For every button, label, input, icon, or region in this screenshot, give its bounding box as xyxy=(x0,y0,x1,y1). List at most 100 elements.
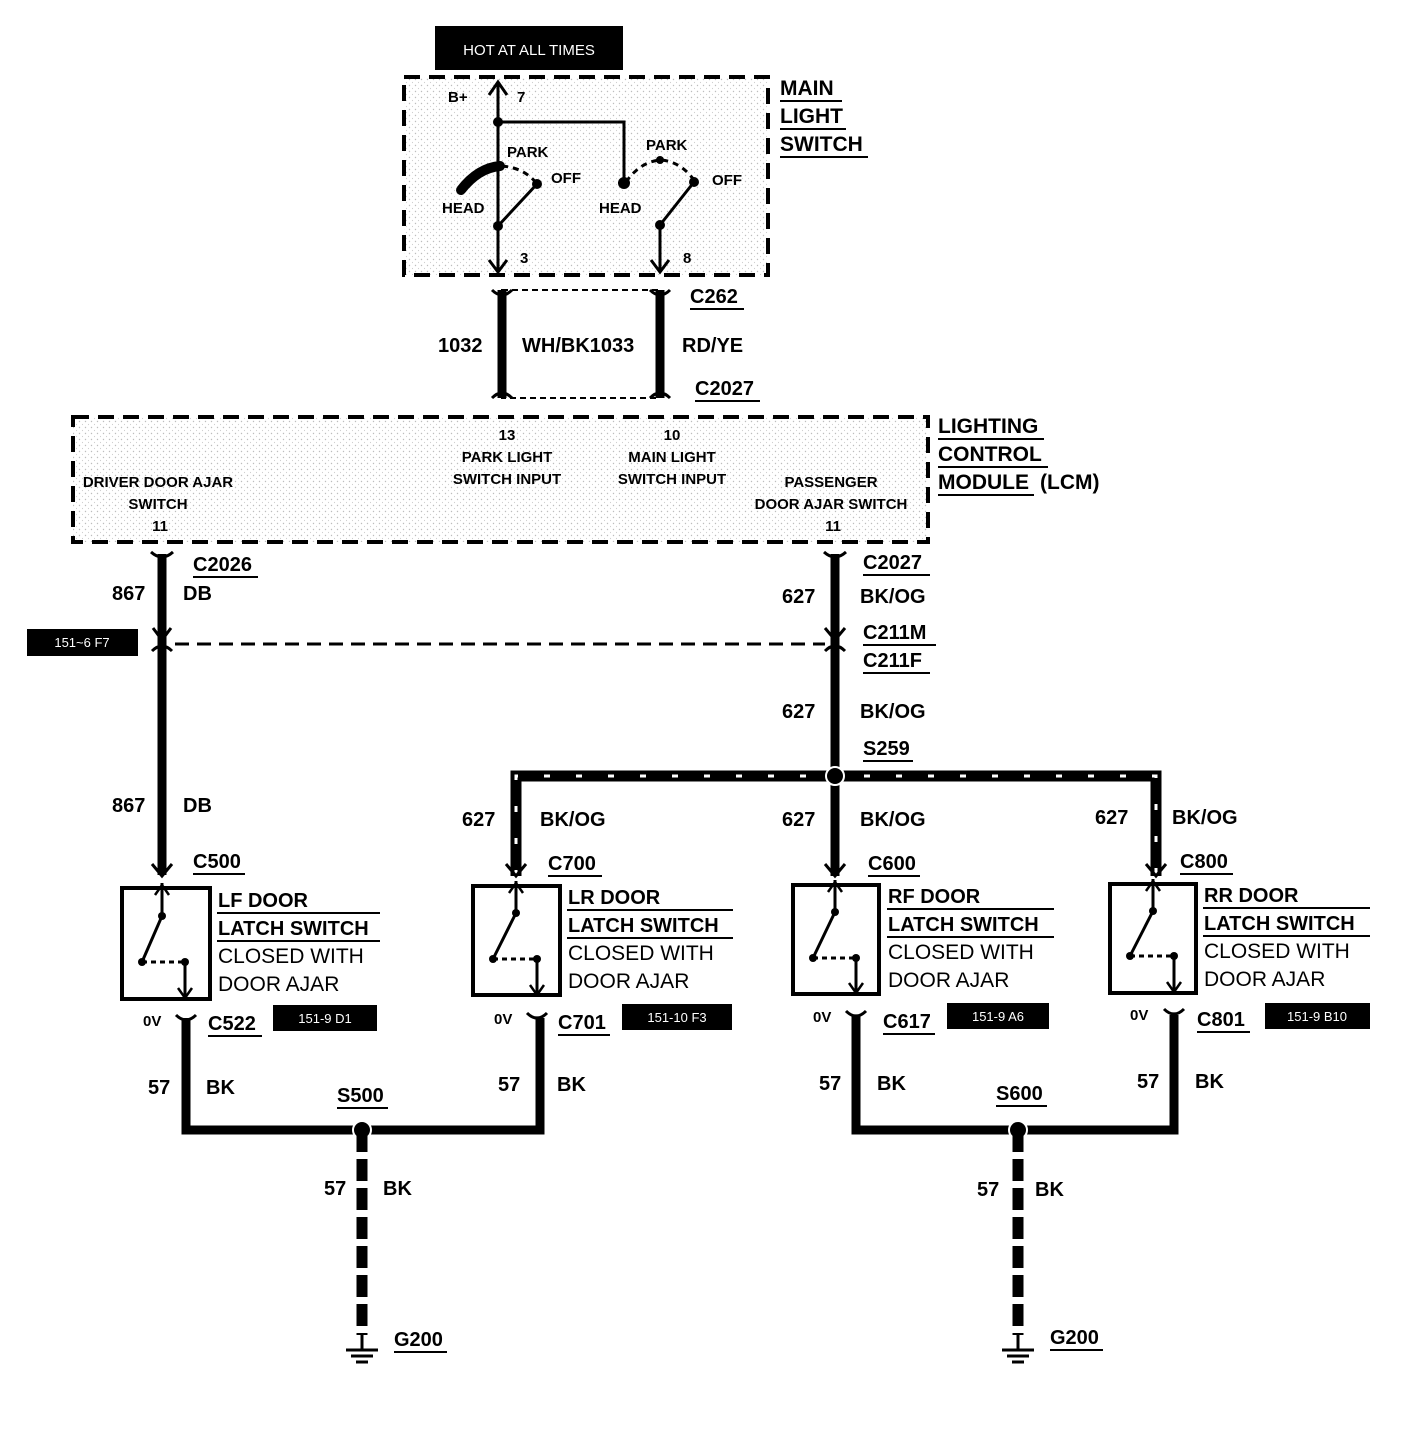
lcm-box xyxy=(71,415,930,544)
hot-at-all-times-tag xyxy=(435,26,623,70)
lcm-title-2: CONTROL xyxy=(938,443,1042,466)
rf-wire-color: BK/OG xyxy=(860,809,926,831)
lf-door-latch-switch: C500 LF DOOR LATCH SWITCH CLOSED WITH DO… xyxy=(120,851,380,1037)
right-ground-color-c: BK xyxy=(1035,1179,1064,1201)
s259-bus xyxy=(504,766,1168,879)
right-circuit-627: 627 xyxy=(782,586,815,608)
b-plus-label: B+ xyxy=(448,89,468,106)
lr-name-1: LR DOOR xyxy=(568,887,661,909)
rf-name-2: LATCH SWITCH xyxy=(888,914,1039,936)
main-light-input-2: SWITCH INPUT xyxy=(618,471,726,488)
connector-c500: C500 xyxy=(193,851,241,873)
ref-tag-151-6-f7-text: 151~6 F7 xyxy=(54,635,109,650)
right-ground-circuit: 57 BK 57 BK S600 57 BK G200 xyxy=(819,1015,1224,1364)
left-circuit-867: 867 xyxy=(112,583,145,605)
left-ground-circuit: 57 BK 57 BK S500 57 BK G200 xyxy=(148,1018,586,1364)
rf-wire-circuit: 627 xyxy=(782,809,815,831)
off-label-1: OFF xyxy=(551,170,581,187)
connector-c700: C700 xyxy=(548,853,596,875)
ground-g200-left: G200 xyxy=(394,1329,443,1351)
ref-tag-151-10-f3 xyxy=(622,1004,732,1030)
connector-c701: C701 xyxy=(558,1012,606,1034)
connector-c600: C600 xyxy=(868,853,916,875)
ref-tag-151-9-b10 xyxy=(1265,1003,1370,1029)
right-color-bk-og-2: BK/OG xyxy=(860,701,926,723)
driver-door-ajar-2: SWITCH xyxy=(128,496,187,513)
connector-c211m: C211M xyxy=(863,622,926,644)
lr-name-2: LATCH SWITCH xyxy=(568,915,719,937)
connector-c2026: C2026 xyxy=(193,554,252,576)
lf-name-1: LF DOOR xyxy=(218,890,309,912)
left-circuit-867-2: 867 xyxy=(112,795,145,817)
connector-c800: C800 xyxy=(1180,851,1228,873)
rr-desc-1: CLOSED WITH xyxy=(1204,940,1350,963)
rr-door-latch-switch: C800 RR DOOR LATCH SWITCH CLOSED WITH DO… xyxy=(1108,851,1370,1033)
driver-pin-11: 11 xyxy=(152,518,168,535)
lr-desc-2: DOOR AJAR xyxy=(568,970,689,993)
connector-c2027-lower: C2027 xyxy=(863,552,922,574)
rf-door-latch-switch: C600 RF DOOR LATCH SWITCH CLOSED WITH DO… xyxy=(791,853,1054,1035)
right-ground-circuit-a: 57 xyxy=(819,1073,841,1095)
color-wh-bk-circuit-1033: WH/BK1033 xyxy=(522,335,634,357)
ref-tag-151-9-d1 xyxy=(273,1005,377,1031)
park-light-input-2: SWITCH INPUT xyxy=(453,471,561,488)
head-label-2: HEAD xyxy=(599,200,642,217)
left-ground-circuit-c: 57 xyxy=(324,1178,346,1200)
lf-desc-2: DOOR AJAR xyxy=(218,973,339,996)
connector-c522: C522 xyxy=(208,1013,256,1035)
passenger-pin-11: 11 xyxy=(825,518,841,535)
main-switch-title-3: SWITCH xyxy=(780,133,863,156)
left-ground-circuit-a: 57 xyxy=(148,1077,170,1099)
lf-name-2: LATCH SWITCH xyxy=(218,918,369,940)
rr-name-1: RR DOOR xyxy=(1204,885,1299,907)
rr-volt: 0V xyxy=(1130,1007,1148,1024)
right-ground-color-b: BK xyxy=(1195,1071,1224,1093)
rr-desc-2: DOOR AJAR xyxy=(1204,968,1325,991)
lf-desc-1: CLOSED WITH xyxy=(218,945,364,968)
splice-s500: S500 xyxy=(337,1085,384,1107)
ground-symbol-left xyxy=(346,1335,378,1364)
off-label-2: OFF xyxy=(712,172,742,189)
rf-name-1: RF DOOR xyxy=(888,886,981,908)
lr-door-latch-switch: C700 LR DOOR LATCH SWITCH CLOSED WITH DO… xyxy=(471,853,733,1036)
splice-s600: S600 xyxy=(996,1083,1043,1105)
connector-c211f: C211F xyxy=(863,650,922,672)
rr-wire-color: BK/OG xyxy=(1172,807,1238,829)
lcm-pin-10: 10 xyxy=(664,427,681,444)
ground-g200-right: G200 xyxy=(1050,1327,1099,1349)
main-light-input-1: MAIN LIGHT xyxy=(628,449,716,466)
ref-tag-151-9-b10-text: 151-9 B10 xyxy=(1287,1009,1347,1024)
main-light-switch: HOT AT ALL TIMES MAIN LIGHT SWITCH B+ 7 … xyxy=(402,26,868,277)
driver-branch: C2026 867 DB 151~6 F7 867 DB xyxy=(27,550,258,879)
left-color-db: DB xyxy=(183,583,212,605)
passenger-door-ajar-1: PASSENGER xyxy=(784,474,877,491)
passenger-door-ajar-2: DOOR AJAR SWITCH xyxy=(755,496,908,513)
right-color-bk-og: BK/OG xyxy=(860,586,926,608)
connector-c2027-top: C2027 xyxy=(695,378,754,400)
left-ground-color-a: BK xyxy=(206,1077,235,1099)
rr-name-2: LATCH SWITCH xyxy=(1204,913,1355,935)
park-label-2: PARK xyxy=(646,137,688,154)
left-ground-color-b: BK xyxy=(557,1074,586,1096)
lighting-control-module: LIGHTING CONTROL MODULE (LCM) 13 PARK LI… xyxy=(71,415,1099,544)
left-color-db-2: DB xyxy=(183,795,212,817)
main-switch-title-2: LIGHT xyxy=(780,105,843,128)
hot-at-all-times-label: HOT AT ALL TIMES xyxy=(463,42,595,59)
rf-desc-1: CLOSED WITH xyxy=(888,941,1034,964)
lcm-title-1: LIGHTING xyxy=(938,415,1038,438)
driver-door-ajar-1: DRIVER DOOR AJAR xyxy=(83,474,233,491)
lr-wire-circuit: 627 xyxy=(462,809,495,831)
park-label-1: PARK xyxy=(507,144,549,161)
right-ground-color-a: BK xyxy=(877,1073,906,1095)
pin-8-label: 8 xyxy=(683,250,691,267)
splice-s259: S259 xyxy=(863,738,910,760)
connector-c801: C801 xyxy=(1197,1009,1245,1031)
lf-volt: 0V xyxy=(143,1013,161,1030)
connector-c262: C262 xyxy=(690,286,738,308)
right-ground-circuit-b: 57 xyxy=(1137,1071,1159,1093)
connector-c617: C617 xyxy=(883,1011,931,1033)
main-switch-box xyxy=(402,75,770,277)
lr-wire-color: BK/OG xyxy=(540,809,606,831)
park-light-input-1: PARK LIGHT xyxy=(462,449,553,466)
